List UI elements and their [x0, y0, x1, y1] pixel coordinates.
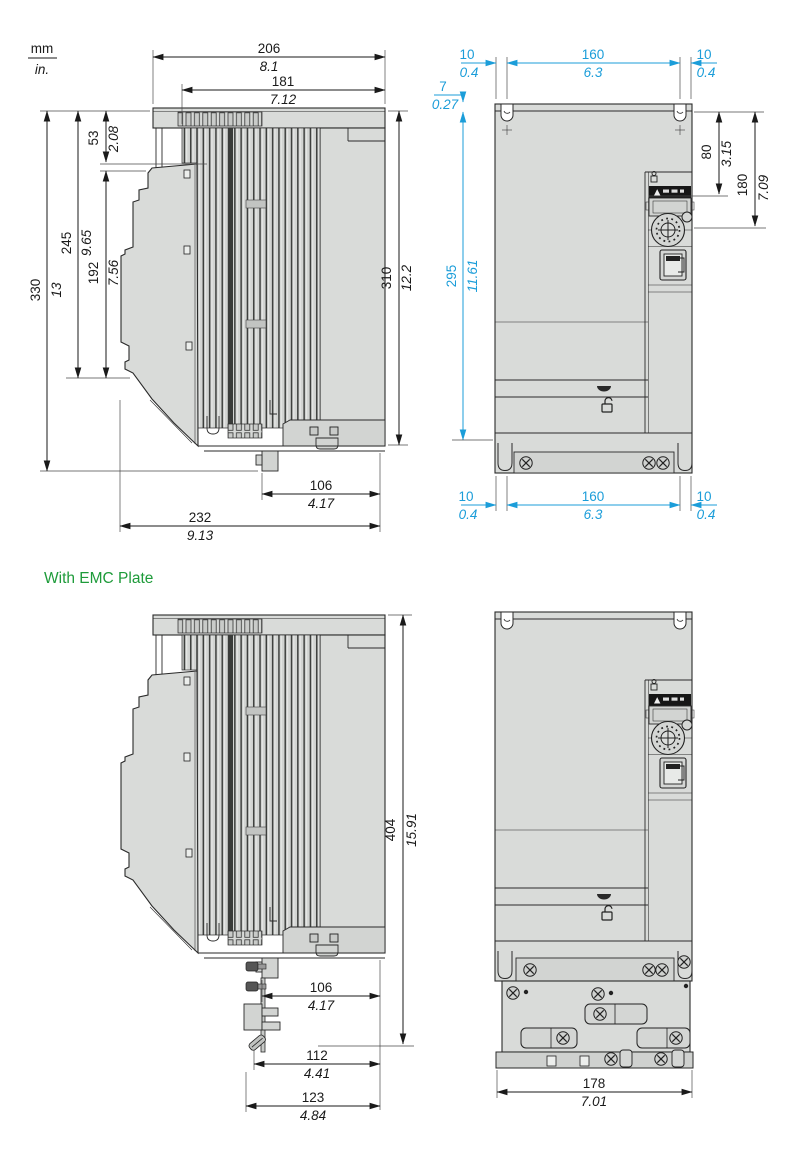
dim-side-step-height-mm: 53	[86, 130, 101, 145]
dim-side-front-height-in: 9.65	[79, 229, 94, 256]
dim-side-top-width-in: 8.1	[260, 59, 279, 74]
dim-emc-plate-width-mm: 178	[583, 1076, 606, 1091]
dim-side-step-height-in: 2.08	[106, 125, 121, 153]
dim-front-top-right-margin-in: 0.4	[697, 65, 716, 80]
dim-side-lower-height-in: 7.56	[106, 259, 121, 286]
unit-legend: mm in.	[28, 41, 57, 77]
dim-side-fins-width-in: 7.12	[270, 92, 297, 107]
clamp-screw-icon	[248, 1034, 266, 1051]
cable-clamp-bracket	[243, 1003, 263, 1031]
dim-side-front-height-mm: 245	[59, 232, 74, 255]
dim-front-bot-left-margin-in: 0.4	[459, 507, 478, 522]
dim-emc-plate-depth-in: 4.41	[304, 1066, 330, 1081]
emc-plate-assembly	[495, 955, 694, 1069]
dim-front-mount-height-in: 11.61	[465, 260, 480, 293]
screw-icon	[523, 963, 537, 977]
front-view-device	[495, 104, 694, 473]
cable-clamp	[636, 1027, 691, 1049]
dim-front-mount-height-mm: 295	[444, 265, 459, 288]
front-view-device-emc	[495, 612, 694, 981]
bottom-screw-strip	[513, 451, 675, 474]
dim-front-bot-right-margin-mm: 10	[696, 489, 711, 504]
dim-front-dial-offset-mm: 180	[735, 174, 750, 197]
side-view-dimensions: 206 8.1 181 7.12 330 13 245 9.65 53 2.08…	[28, 41, 414, 543]
dim-side-total-depth-in: 9.13	[187, 528, 214, 543]
dim-front-top-left-margin-in: 0.4	[460, 65, 479, 80]
dim-side-body-depth-in: 4.17	[308, 496, 335, 511]
dim-side-body-height-in: 12.2	[399, 264, 414, 291]
keyhole-cross-marks	[502, 125, 685, 135]
screw-icon	[656, 456, 670, 470]
dim-front-top-offset-in: 0.27	[432, 97, 459, 112]
dim-side-lower-height-mm: 192	[86, 262, 101, 285]
dim-emc-body-depth-mm: 106	[310, 980, 333, 995]
emc-side-dimensions: 404 15.91 106 4.17 112 4.41 123 4.84	[245, 614, 419, 1123]
dim-front-top-offset-mm: 7	[439, 79, 447, 94]
dim-emc-total-height-mm: 404	[383, 818, 398, 841]
dim-side-body-depth-mm: 106	[310, 478, 333, 493]
view-side-emc: 404 15.91 106 4.17 112 4.41 123 4.84	[120, 614, 419, 1123]
dim-front-bot-hole-span-in: 6.3	[584, 507, 603, 522]
screw-icon	[669, 1031, 683, 1045]
screw-icon	[655, 963, 669, 977]
cable-clamp	[584, 1003, 648, 1025]
dim-front-bot-left-margin-mm: 10	[458, 489, 473, 504]
screw-icon	[556, 1031, 570, 1045]
unit-in-label: in.	[35, 62, 49, 77]
dim-emc-total-depth-mm: 123	[302, 1090, 325, 1105]
screw-icon	[642, 963, 656, 977]
dim-side-total-height-in: 13	[49, 282, 64, 298]
cable-clamp	[520, 1027, 578, 1049]
unit-mm-label: mm	[31, 41, 54, 56]
screw-icon	[593, 1007, 607, 1021]
dim-front-bot-right-margin-in: 0.4	[697, 507, 716, 522]
emc-side-hardware	[243, 961, 281, 1053]
view-front-emc: 178 7.01	[495, 612, 694, 1109]
mounting-rail	[495, 1051, 694, 1069]
emc-section-title: With EMC Plate	[44, 570, 153, 587]
view-side-top: 206 8.1 181 7.12 330 13 245 9.65 53 2.08…	[28, 41, 414, 543]
dim-front-dial-offset-in: 7.09	[756, 174, 771, 201]
dim-side-fins-width-mm: 181	[272, 74, 295, 89]
cable-clamp-finger	[261, 1007, 279, 1017]
dim-emc-total-depth-in: 4.84	[300, 1108, 326, 1123]
screw-icon	[591, 987, 605, 1001]
screw-icon	[654, 1052, 668, 1066]
dim-front-top-left-margin-mm: 10	[459, 47, 474, 62]
dim-front-top-hole-span-in: 6.3	[584, 65, 603, 80]
dim-front-top-right-margin-mm: 10	[696, 47, 711, 62]
dim-side-total-height-mm: 330	[28, 279, 43, 302]
dim-side-top-width-mm: 206	[258, 41, 281, 56]
view-front-top: 10 0.4 160 6.3 10 0.4 7 0.27 295 11.61 8…	[432, 47, 771, 522]
dim-emc-plate-width-in: 7.01	[581, 1094, 607, 1109]
dim-side-total-depth-mm: 232	[189, 510, 212, 525]
emc-front-dimensions: 178 7.01	[496, 1070, 693, 1109]
screw-icon	[677, 955, 691, 969]
dim-side-body-height-mm: 310	[379, 267, 394, 290]
dim-emc-total-height-in: 15.91	[404, 813, 419, 847]
dim-front-cover-offset-mm: 80	[699, 144, 714, 159]
side-view-device-emc	[120, 614, 386, 979]
screw-icon	[519, 456, 533, 470]
side-view-device	[120, 107, 386, 472]
dim-emc-body-depth-in: 4.17	[308, 998, 335, 1013]
dim-emc-plate-depth-mm: 112	[306, 1048, 328, 1063]
cable-clamp-finger	[261, 1021, 281, 1031]
bolt-icon	[245, 961, 259, 972]
dim-front-top-hole-span-mm: 160	[582, 47, 605, 62]
screw-icon	[604, 1052, 618, 1066]
bolt-icon	[245, 981, 259, 992]
screw-icon	[642, 456, 656, 470]
screw-icon	[506, 986, 520, 1000]
dim-front-cover-offset-in: 3.15	[719, 140, 734, 167]
dim-front-bot-hole-span-mm: 160	[582, 489, 605, 504]
front-view-dimensions: 10 0.4 160 6.3 10 0.4 7 0.27 295 11.61 8…	[432, 47, 771, 522]
